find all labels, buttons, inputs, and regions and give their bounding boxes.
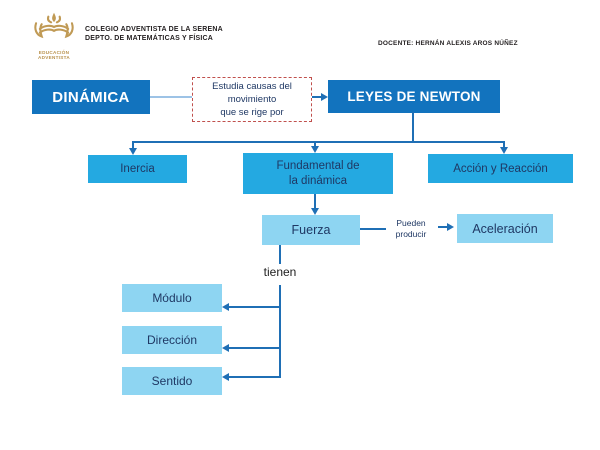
- dinamica-box: DINÁMICA: [32, 80, 150, 114]
- connector-note-leyes: [312, 96, 322, 98]
- connector-pueden-aceleracion: [438, 226, 448, 228]
- pueden-line2: producir: [395, 229, 427, 239]
- pueden-producir-label: Pueden producir: [384, 218, 438, 240]
- connector-fundamental-fuerza: [314, 194, 316, 209]
- arrowhead-down-icon: [311, 208, 319, 215]
- connector-to-accion: [503, 142, 505, 148]
- arrowhead-right-icon: [447, 222, 454, 231]
- adventist-logo-icon: [30, 12, 78, 49]
- sentido-label: Sentido: [151, 374, 193, 388]
- connector-fuerza-tienen: [279, 245, 281, 264]
- fundamental-line1: Fundamental de: [276, 159, 360, 172]
- accion-reaccion-label: Acción y Reacción: [453, 162, 548, 175]
- connector-to-inercia: [132, 142, 134, 149]
- aceleracion-box: Aceleración: [457, 214, 553, 243]
- school-header: COLEGIO ADVENTISTA DE LA SERENA DEPTO. D…: [85, 25, 223, 43]
- leyes-label: LEYES DE NEWTON: [347, 89, 481, 104]
- arrowhead-left-icon: [222, 372, 229, 381]
- connector-branch-bar: [132, 141, 505, 143]
- connector-to-modulo: [229, 306, 281, 308]
- fuerza-box: Fuerza: [262, 215, 360, 245]
- inercia-label: Inercia: [120, 163, 155, 175]
- connector-tienen-stem: [279, 285, 281, 378]
- logo-caption-line2: ADVENTISTA: [37, 55, 70, 61]
- connector-leyes-stem: [412, 112, 414, 142]
- direccion-box: Dirección: [122, 326, 222, 354]
- modulo-label: Módulo: [152, 291, 192, 305]
- connector-fuerza-pueden: [360, 228, 386, 230]
- teacher-label: DOCENTE: HERNÁN ALEXIS AROS NÚÑEZ: [378, 40, 518, 47]
- aceleracion-label: Aceleración: [472, 221, 538, 236]
- arrowhead-left-icon: [222, 343, 229, 352]
- arrowhead-down-icon: [500, 147, 508, 154]
- leyes-box: LEYES DE NEWTON: [328, 80, 500, 113]
- fuerza-label: Fuerza: [291, 223, 331, 237]
- tienen-label: tienen: [263, 265, 297, 279]
- school-dept: DEPTO. DE MATEMÁTICAS Y FÍSICA: [85, 35, 213, 42]
- inercia-box: Inercia: [88, 155, 187, 183]
- pueden-line1: Pueden: [396, 218, 426, 228]
- modulo-box: Módulo: [122, 284, 222, 312]
- fundamental-box: Fundamental de la dinámica: [243, 153, 393, 194]
- fundamental-line2: la dinámica: [288, 174, 348, 187]
- dinamica-label: DINÁMICA: [52, 88, 130, 106]
- connector-dinamica-note: [150, 96, 192, 98]
- accion-reaccion-box: Acción y Reacción: [428, 154, 573, 183]
- estudia-note: Estudia causas del movimiento que se rig…: [192, 77, 312, 122]
- logo-caption-line1: EDUCACIÓN: [38, 50, 70, 55]
- sentido-box: Sentido: [122, 367, 222, 395]
- estudia-line2: movimiento: [227, 94, 277, 105]
- arrowhead-down-icon: [129, 148, 137, 155]
- adventist-education-logo: EDUCACIÓN ADVENTISTA: [27, 11, 81, 60]
- school-name: COLEGIO ADVENTISTA DE LA SERENA: [85, 26, 223, 33]
- direccion-label: Dirección: [146, 333, 197, 347]
- arrowhead-down-icon: [311, 146, 319, 153]
- arrowhead-right-icon: [321, 93, 328, 101]
- estudia-line3: que se rige por: [220, 107, 284, 118]
- connector-to-fundamental: [314, 142, 316, 147]
- connector-to-sentido: [229, 376, 281, 378]
- connector-to-direccion: [229, 347, 281, 349]
- estudia-line1: Estudia causas del: [212, 81, 292, 92]
- arrowhead-left-icon: [222, 302, 229, 311]
